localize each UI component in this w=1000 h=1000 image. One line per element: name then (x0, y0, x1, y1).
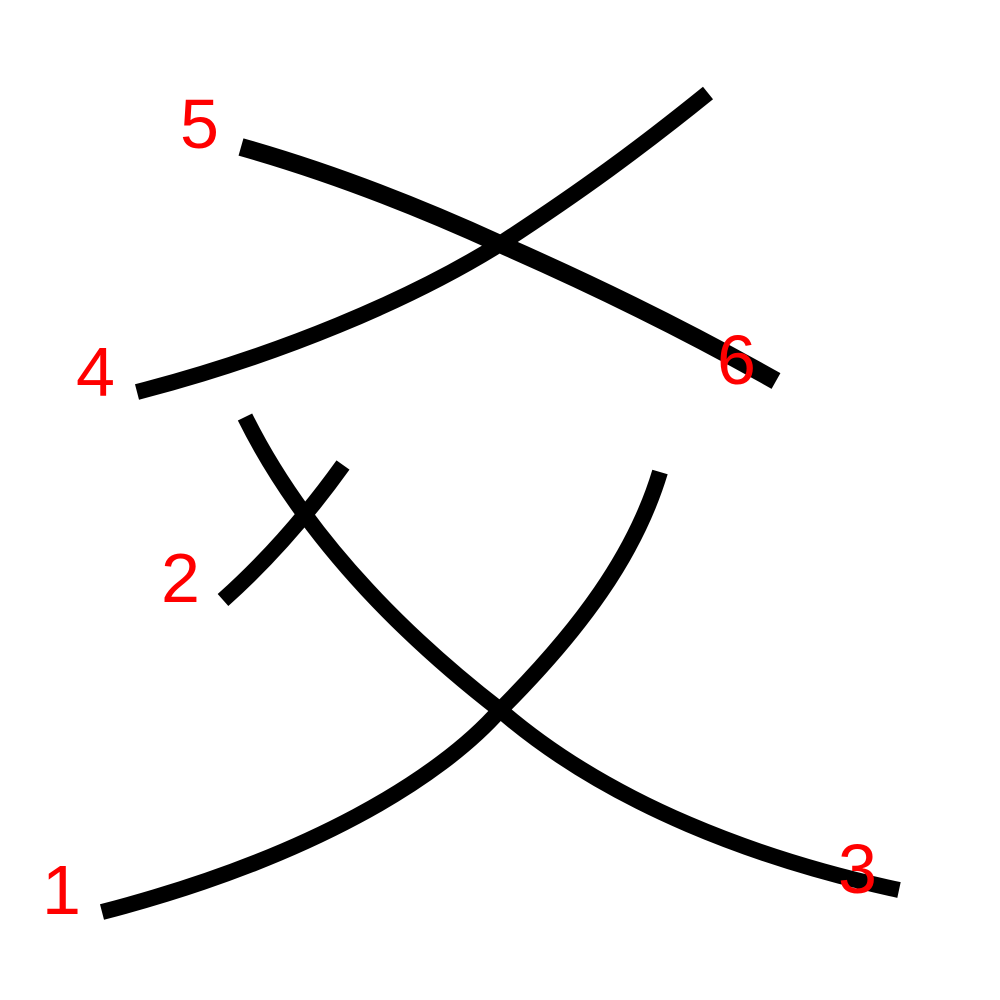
stroke-number-5: 5 (180, 85, 219, 163)
stroke-5-6-path (238, 138, 781, 389)
stroke-3-path (237, 413, 901, 898)
stroke-2-path (217, 460, 350, 606)
stroke-1-path (99, 469, 668, 920)
stroke-number-1: 1 (42, 851, 81, 929)
stroke-number-6: 6 (717, 321, 756, 399)
stroke-number-2: 2 (161, 539, 200, 617)
stroke-number-4: 4 (76, 333, 115, 411)
stroke-number-3: 3 (838, 830, 877, 908)
